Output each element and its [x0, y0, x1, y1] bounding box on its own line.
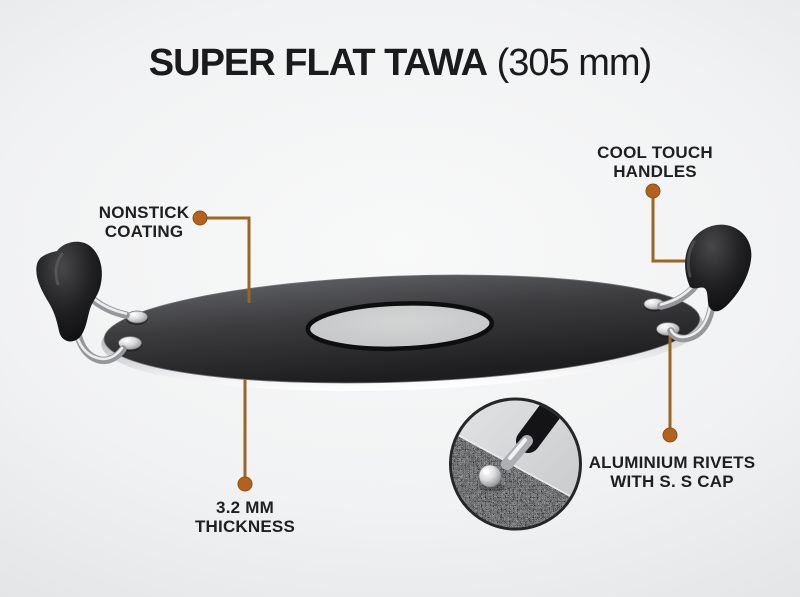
inset-handle-pin [516, 400, 578, 453]
cool-touch-label-line2: HANDLES [613, 162, 697, 181]
cool-touch-handles-label: COOL TOUCH HANDLES [575, 143, 735, 181]
nonstick-callout-line [207, 216, 251, 303]
nonstick-callout-dot [192, 210, 208, 226]
callout-dots [192, 183, 678, 492]
nonstick-label-line2: COATING [104, 222, 184, 241]
cool-touch-callout-line [651, 198, 697, 263]
rivets-label-line1: ALUMINIUM RIVETS [588, 453, 756, 472]
cool-touch-label-line1: COOL TOUCH [597, 143, 713, 162]
cool-touch-callout-dot [645, 183, 661, 199]
thickness-label: 3.2 MM THICKNESS [165, 498, 325, 536]
thickness-label-line2: THICKNESS [194, 517, 296, 536]
nonstick-coating-label: NONSTICK COATING [64, 203, 224, 241]
thickness-callout-dot [237, 476, 253, 492]
aluminium-rivets-label: ALUMINIUM RIVETS WITH S. S CAP [572, 453, 772, 491]
rivets-label-line2: WITH S. S CAP [610, 472, 734, 491]
rivets-callout-dot [662, 427, 678, 443]
callout-lines [207, 198, 697, 477]
right-handle [685, 224, 752, 312]
product-dimension: (305 mm) [496, 42, 653, 84]
nonstick-label-line1: NONSTICK [98, 203, 190, 222]
product-name: SUPER FLAT TAWA [148, 42, 488, 84]
rivet [126, 310, 148, 325]
coating-edge-highlight [452, 425, 579, 509]
tawa-pan [101, 274, 703, 391]
thickness-label-line1: 3.2 MM [216, 498, 274, 517]
rivet-detail-inset [449, 397, 582, 531]
pan-center-disc [305, 301, 495, 352]
inset-rivet-dome [478, 464, 502, 488]
page-title: SUPER FLAT TAWA (305 mm) [0, 42, 800, 85]
left-handle [36, 241, 102, 342]
